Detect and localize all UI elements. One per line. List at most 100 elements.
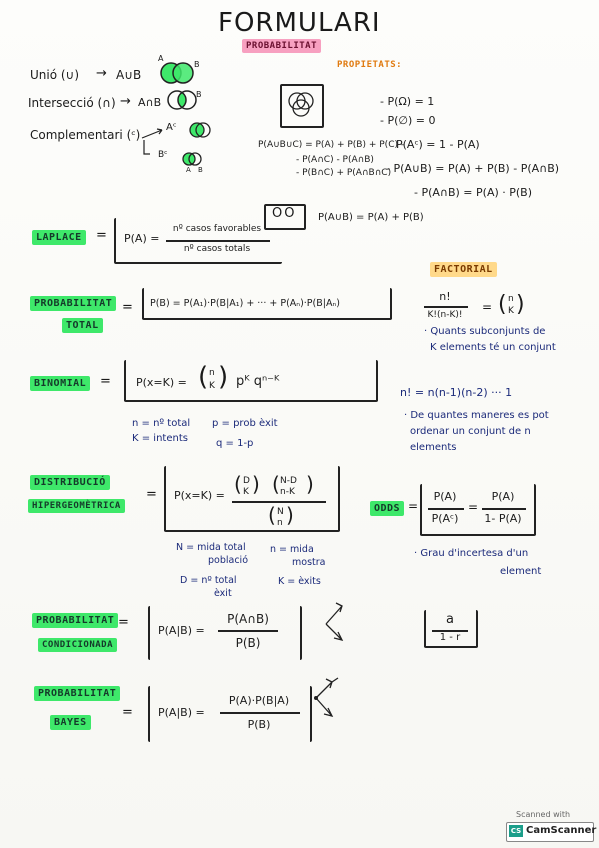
odds-mid-eq: = [468, 500, 479, 514]
bayes-heading-2: BAYES [50, 715, 91, 730]
binomial-eq: = [100, 374, 111, 389]
hyper-heading-2: HIPERGEOMÈTRICA [28, 499, 125, 513]
complement-sub: Bᶜ [158, 150, 168, 160]
camscanner-brand: CamScanner [526, 825, 597, 836]
hyper-paren-3-close: ) [286, 503, 294, 527]
prop-omega: - P(Ω) = 1 [380, 95, 435, 108]
odds-line-2 [482, 508, 526, 510]
factorial-desc-1: · Quants subconjunts de [424, 326, 546, 337]
total-box [142, 288, 392, 320]
factorial-desc-4: ordenar un conjunt de n [410, 426, 531, 437]
tree-branch-icon [325, 602, 344, 641]
laplace-num: nº casos favorables [172, 224, 262, 234]
hyper-paren-2-close: ) [306, 472, 314, 496]
prop-union-two: - P(A∪B) = P(A) + P(B) - P(A∩B) [386, 162, 560, 175]
hyper-paren-2-open: ( [272, 472, 280, 496]
bayes-box [148, 686, 312, 742]
union-label: Unió (∪) [30, 68, 80, 82]
camscanner-cs-badge: CS [509, 825, 523, 837]
factorial-binom-bot: K [508, 306, 514, 316]
factorial-heading: FACTORIAL [430, 262, 497, 277]
three-set-venn-box [280, 84, 324, 128]
tree-branch-bayes-icon [314, 677, 339, 717]
hyper-t1: D [243, 476, 250, 486]
three-set-venn-icon [288, 92, 314, 117]
complement-venn-b: B [198, 166, 203, 174]
union-venn-icon [160, 62, 194, 84]
prop-empty: - P(∅) = 0 [380, 114, 436, 127]
binomial-top: n [209, 368, 215, 378]
factorial-frac-line [424, 306, 468, 308]
binomial-k-def: K = intents [132, 433, 188, 444]
factorial-num: n! [439, 290, 451, 303]
factorial-eq: = [482, 300, 493, 314]
prop-union-three: P(A∪B∪C) = P(A) + P(B) + P(C) - [258, 140, 405, 150]
hyper-paren-1-open: ( [234, 472, 242, 496]
odds-eq: = [408, 499, 419, 513]
hyper-k-def: K = èxits [278, 576, 321, 587]
intersection-arrow: → [120, 94, 131, 109]
binomial-box [124, 360, 378, 402]
binomial-bot: K [209, 381, 215, 391]
binomial-n-def: n = nº total [132, 418, 191, 429]
intersection-venn-b: B [196, 90, 202, 99]
page-title: FORMULARI [218, 8, 381, 38]
geom-num: a [446, 612, 454, 627]
laplace-box [114, 218, 282, 264]
probabilitat-heading: PROBABILITAT [242, 39, 322, 53]
factorial-def: n! = n(n-1)(n-2) ··· 1 [400, 386, 513, 399]
union-venn-b: B [194, 60, 200, 69]
prop-disjoint: P(A∪B) = P(A) + P(B) [318, 212, 424, 223]
disjoint-circles: OO [272, 206, 297, 221]
intersection-venn-icon [167, 90, 197, 110]
bayes-frac-line [220, 712, 300, 714]
hyper-box [164, 466, 340, 532]
hyper-D-def-2: èxit [214, 588, 232, 599]
factorial-desc-5: elements [410, 442, 457, 453]
hyper-D-def-1: D = nº total [180, 575, 237, 586]
odds-d1: P(Aᶜ) [431, 512, 459, 525]
odds-desc-1: · Grau d'incertesa d'un [414, 548, 529, 559]
factorial-binom-top: n [508, 294, 514, 304]
total-formula: P(B) = P(A₁)·P(B|A₁) + ··· + P(Aₙ)·P(B|A… [150, 298, 340, 309]
cond-box [148, 606, 302, 660]
union-venn-a: A [158, 54, 164, 63]
bayes-num: P(A)·P(B|A) [228, 694, 290, 707]
laplace-eq: = [96, 228, 107, 243]
laplace-heading: LAPLACE [32, 230, 86, 245]
hyper-b2: n-K [280, 487, 295, 497]
scanned-with-label: Scanned with [516, 810, 571, 819]
bayes-den: P(B) [247, 718, 271, 731]
complement-arrows [141, 128, 163, 155]
factorial-desc-3: · De quantes maneres es pot [404, 410, 549, 421]
union-expr: A∪B [116, 68, 142, 82]
geom-den: 1 - r [439, 632, 461, 643]
hyper-lhs: P(x=K) = [174, 489, 225, 502]
geom-frac-line [432, 630, 468, 632]
binomial-rest: pᴷ qⁿ⁻ᴷ [236, 374, 280, 389]
hyper-N-def-1: N = mida total [176, 542, 246, 553]
hyper-t3: N [277, 507, 284, 517]
hyper-paren-1-close: ) [252, 472, 260, 496]
bayes-heading-1: PROBABILITAT [34, 686, 121, 701]
complement-venn-b-icon [182, 152, 202, 166]
hyper-paren-3-open: ( [268, 503, 276, 527]
cond-num: P(A∩B) [227, 612, 269, 626]
hyper-heading-1: DISTRIBUCIÓ [30, 475, 110, 490]
geom-box [424, 610, 478, 648]
cond-heading-2: CONDICIONADA [38, 638, 118, 652]
odds-n1: P(A) [433, 490, 457, 503]
intersection-label: Intersecció (∩) [28, 96, 116, 110]
disjoint-venn-box [264, 204, 306, 230]
complement-expr: Aᶜ [166, 122, 177, 133]
union-arrow: → [96, 66, 107, 81]
hyper-eq: = [146, 487, 157, 502]
cond-frac-line [218, 630, 278, 632]
prop-union-three-b: - P(A∩C) - P(A∩B) [296, 155, 374, 165]
propietats-heading: PROPIETATS: [337, 60, 403, 70]
camscanner-logo: CS CamScanner [506, 822, 597, 842]
odds-heading: ODDS [370, 501, 405, 516]
prop-complement: P(Aᶜ) = 1 - P(A) [396, 138, 480, 151]
hyper-b1: K [243, 487, 249, 497]
